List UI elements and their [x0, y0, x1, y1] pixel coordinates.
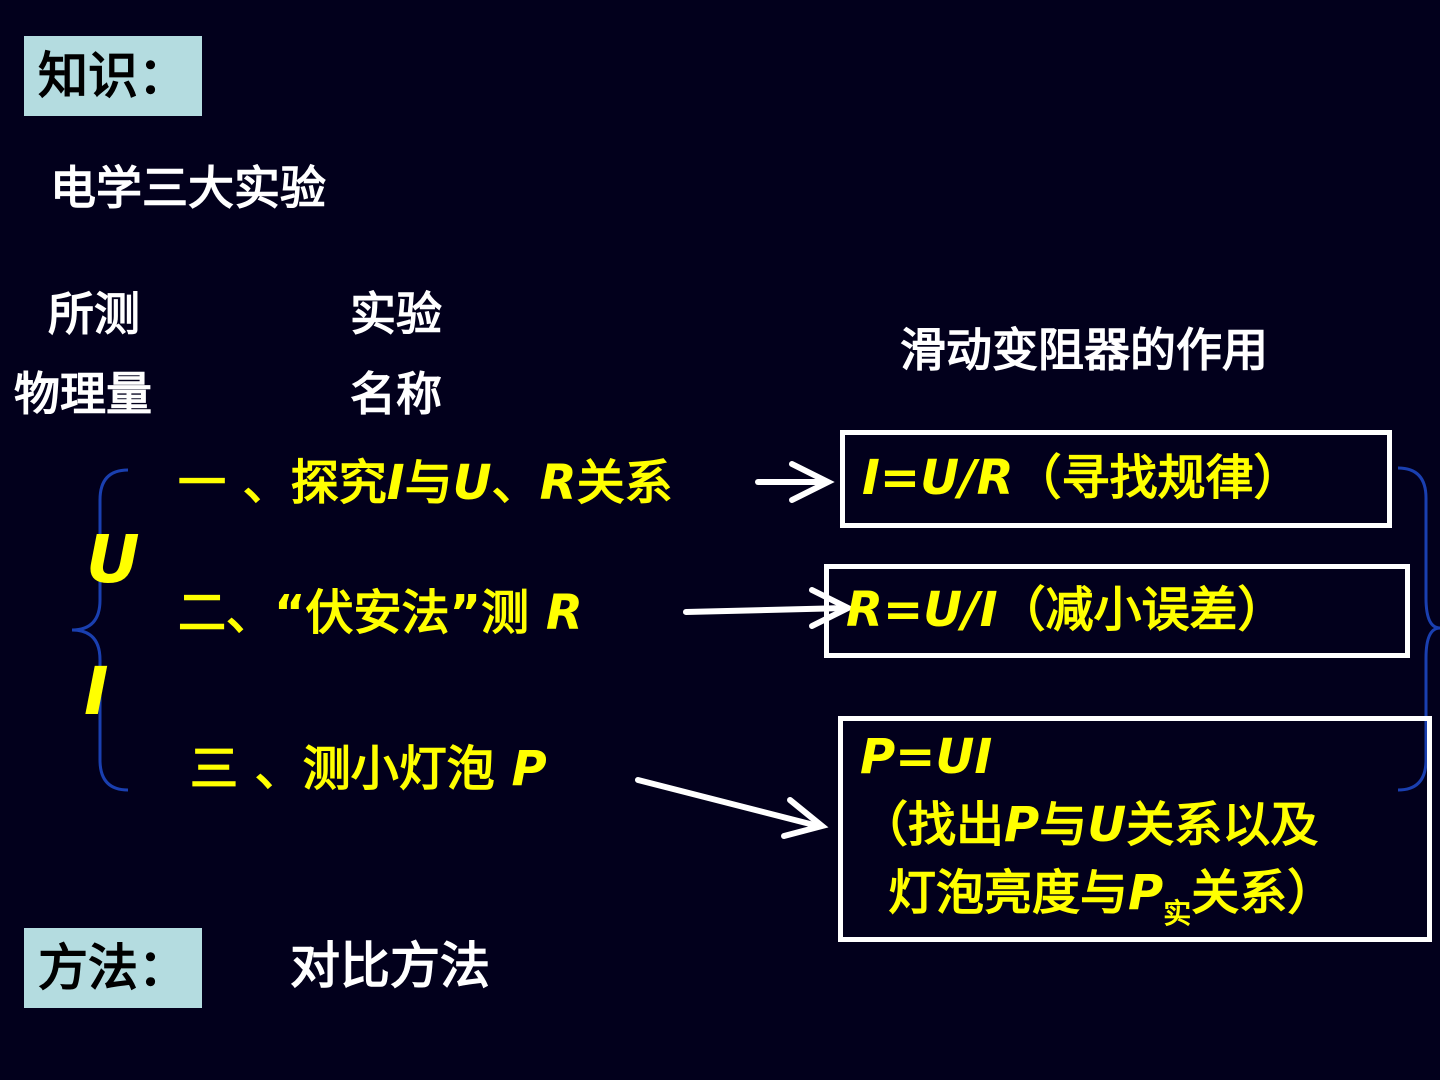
col-name-line1: 实验 [350, 287, 442, 341]
right-brace [1397, 466, 1440, 792]
arrow-3 [635, 777, 829, 839]
bracket-letter-u: U [86, 521, 140, 598]
role-1: I=U/R（寻找规律） [862, 450, 1302, 506]
bracket-letter-i: I [84, 653, 109, 730]
col-role: 滑动变阻器的作用 [900, 323, 1268, 377]
subtitle: 电学三大实验 [50, 161, 326, 215]
knowledge-label: 知识： [24, 36, 202, 116]
left-brace [71, 468, 129, 792]
experiment-2: 二、“伏安法”测 R [178, 585, 583, 641]
role-box-1 [840, 430, 1392, 528]
role-box-2 [824, 564, 1410, 658]
role-3-line3: 灯泡亮度与P实关系） [888, 865, 1336, 930]
role-3-line2: （找出P与U关系以及 [860, 797, 1319, 853]
col-quantity-line2: 物理量 [14, 367, 152, 421]
role-2: R=U/I（减小误差） [846, 582, 1286, 638]
method-text: 对比方法 [290, 937, 490, 995]
method-label: 方法： [24, 928, 202, 1008]
col-quantity-line1: 所测 [48, 287, 140, 341]
role-3-line1: P=UI [860, 729, 993, 785]
arrow-1 [755, 461, 835, 503]
experiment-1: 一 、探究I与U、R关系 [178, 455, 673, 511]
col-name-line2: 名称 [350, 367, 442, 421]
role-box-3 [838, 716, 1432, 942]
experiment-3: 三 、测小灯泡 P [190, 741, 547, 797]
